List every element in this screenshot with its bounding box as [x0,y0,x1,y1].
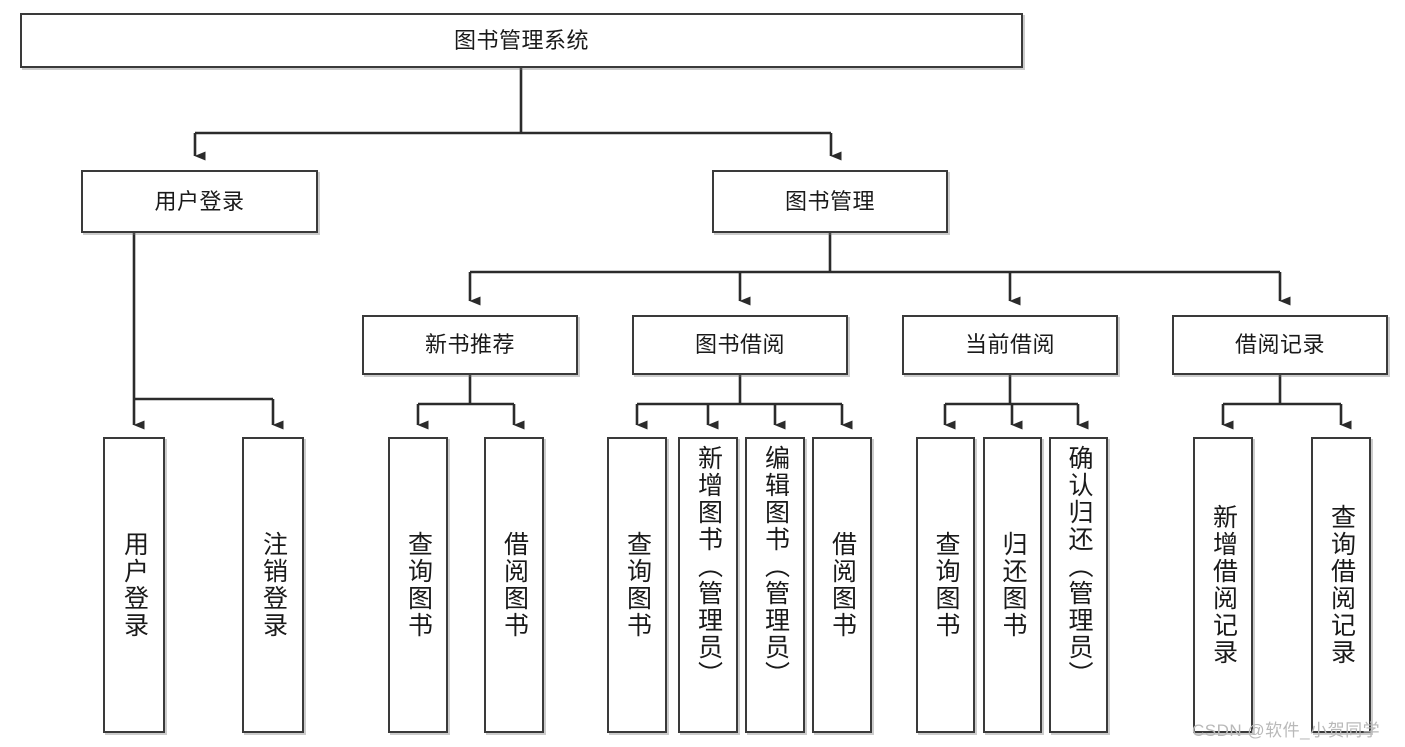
node-user-login[interactable]: 用户登录 [81,170,318,233]
node-leaf-add-book[interactable]: 新增图书（管理员） [678,437,738,733]
node-book-manage-label: 图书管理 [784,188,875,214]
node-leaf-add-record[interactable]: 新增借阅记录 [1193,437,1253,733]
node-root[interactable]: 图书管理系统 [20,13,1023,68]
node-leaf-borrow-book-rec-label: 借阅图书 [500,531,529,639]
node-user-login-label: 用户登录 [154,188,245,214]
csdn-watermark: CSDN @软件_小贺同学 [1192,721,1381,740]
node-leaf-borrow-book-br-label: 借阅图书 [828,531,857,639]
node-leaf-edit-book-label: 编辑图书（管理员） [761,445,790,688]
node-current-borrow-label: 当前借阅 [964,332,1055,358]
node-current-borrow[interactable]: 当前借阅 [902,315,1118,375]
node-borrow-record[interactable]: 借阅记录 [1172,315,1388,375]
node-root-label: 图书管理系统 [453,27,589,53]
node-leaf-logout[interactable]: 注销登录 [242,437,304,733]
node-leaf-add-book-label: 新增图书（管理员） [694,445,723,688]
node-leaf-logout-label: 注销登录 [259,531,288,639]
node-leaf-return-book[interactable]: 归还图书 [983,437,1042,733]
node-book-borrow-label: 图书借阅 [694,332,785,358]
node-leaf-user-login[interactable]: 用户登录 [103,437,165,733]
node-leaf-query-book-cb-label: 查询图书 [932,531,960,639]
node-book-manage[interactable]: 图书管理 [712,170,948,233]
node-leaf-query-book-br[interactable]: 查询图书 [607,437,667,733]
node-book-borrow[interactable]: 图书借阅 [632,315,848,375]
node-leaf-borrow-book-rec[interactable]: 借阅图书 [484,437,544,733]
node-leaf-query-book-br-label: 查询图书 [623,531,652,639]
node-leaf-query-record[interactable]: 查询借阅记录 [1311,437,1371,733]
node-leaf-query-book-rec[interactable]: 查询图书 [388,437,448,733]
node-leaf-query-book-cb[interactable]: 查询图书 [916,437,975,733]
node-leaf-edit-book[interactable]: 编辑图书（管理员） [745,437,805,733]
node-leaf-query-book-rec-label: 查询图书 [404,531,433,639]
node-new-book-rec[interactable]: 新书推荐 [362,315,578,375]
node-new-book-rec-label: 新书推荐 [424,332,515,358]
node-leaf-confirm-return-label: 确认归还（管理员） [1065,445,1093,688]
node-leaf-add-record-label: 新增借阅记录 [1209,504,1238,666]
node-leaf-query-record-label: 查询借阅记录 [1327,504,1356,666]
node-leaf-user-login-label: 用户登录 [120,531,149,639]
node-leaf-return-book-label: 归还图书 [999,531,1027,639]
node-leaf-confirm-return[interactable]: 确认归还（管理员） [1049,437,1108,733]
node-borrow-record-label: 借阅记录 [1234,332,1325,358]
node-leaf-borrow-book-br[interactable]: 借阅图书 [812,437,872,733]
